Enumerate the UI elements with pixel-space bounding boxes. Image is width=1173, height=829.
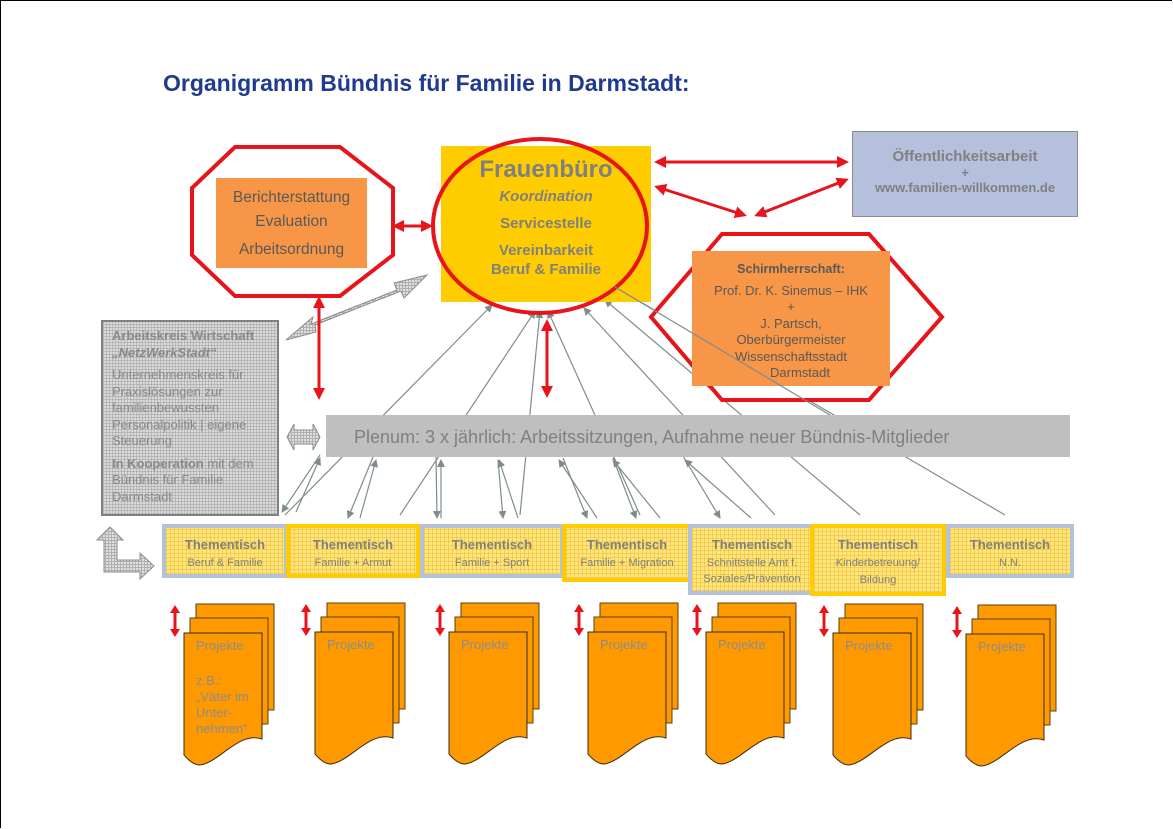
thementisch-familie-armut: Thementisch Familie + Armut [286,524,420,578]
schirmherr-2-city: Wissenschaftsstadt [735,348,847,364]
thementisch-subtitle: Schnittstelle Amt f. Soziales/Prävention [692,555,812,587]
schirmherr-1: Prof. Dr. K. Sinemus – IHK [714,282,868,298]
frauenbuero-title: Frauenbüro [479,156,613,183]
projekte-label: Projekte [978,639,1026,654]
website-link[interactable]: www.familien-willkommen.de [874,180,1056,195]
connector-line [519,310,544,516]
connector-line [432,456,441,519]
arbeitsordnung-line: Arbeitsordnung [238,241,345,258]
thementisch-nn: Thementisch N.N. [946,524,1074,578]
projekte-label: Projekte [461,637,509,652]
thementisch-familie-migration: Thementisch Familie + Migration [562,524,692,582]
thementisch-beruf-familie: Thementisch Beruf & Familie [162,524,288,578]
projekte-label: Projekte [718,637,766,652]
connector-line [346,456,374,519]
projekte-example-line: „Väter im [196,689,249,704]
connector-line [497,459,519,519]
projekte-example-line: nehmen“ [196,721,248,736]
projekte-label: Projekte [327,637,375,652]
thementisch-subtitle-line: Kinderbetreuung/ [835,557,921,569]
berichterstattung-box: Berichterstattung Evaluation Arbeitsordn… [216,178,367,268]
cooperation-bold: In Kooperation [112,455,204,471]
plenum-bar [326,415,1070,457]
thementisch-subtitle: Familie + Armut [314,557,392,569]
thementisch-title: Thementisch [711,537,793,552]
thementisch-subtitle: Beruf & Familie [187,557,263,569]
thementisch-subtitle-line: Soziales/Prävention [703,573,801,585]
arbeitskreis-box: Arbeitskreis Wirtschaft „NetzWerkStadt“ … [101,320,279,516]
schirmherrschaft-heading: Schirmherrschaft: [737,262,845,276]
beruf-familie-label: Beruf & Familie [490,261,602,278]
schirmherr-2-city2: Darmstadt [770,365,830,380]
connector-line [558,459,598,519]
plenum-text: Plenum: 3 x jährlich: Arbeitssitzungen, … [354,427,950,447]
thementisch-title: Thementisch [451,537,533,552]
projekte-label: Projekte [845,638,893,653]
thementisch-title: Thementisch [184,537,266,552]
thementisch-subtitle-line: Schnittstelle Amt f. [706,557,798,569]
projekte-example-line: Unter- [196,705,233,720]
oeffentlichkeitsarbeit-box: Öffentlichkeitsarbeit + www.familien-wil… [852,131,1078,217]
thementisch-subtitle: N.N. [999,557,1021,569]
thementisch-subtitle: Familie + Migration [580,557,674,569]
connector-line [547,310,641,516]
connector-line [497,459,507,519]
frauenbuero-text: Frauenbüro Koordination Servicestelle Ve… [441,156,651,278]
thementisch-kinderbetreuung-bildung: Thementisch Kinderbetreuung/ Bildung [810,524,946,596]
vereinbarkeit-label: Vereinbarkeit [498,242,594,259]
plus-sign: + [787,299,795,314]
thementisch-subtitle-line: Bildung [859,574,897,586]
thementisch-schnittstelle-soziales: Thementisch Schnittstelle Amt f. Soziale… [688,524,816,595]
connector-line [682,455,721,519]
koordination-label: Koordination [499,188,593,205]
projekte-label: Projekte [196,638,244,653]
evaluation-line: Evaluation [255,213,328,230]
arbeitskreis-cooperation: In Kooperation mit dem Bündnis für Famil… [112,456,268,506]
berichterstattung-line: Berichterstattung [232,189,351,206]
thementisch-title: Thementisch [837,537,919,552]
arbeitskreis-heading: Arbeitskreis Wirtschaft [112,328,255,343]
connector-line [562,457,589,519]
thementisch-title: Thementisch [969,537,1051,552]
thementisch-title: Thementisch [312,537,394,552]
plus-sign: + [961,165,969,180]
connector-line [295,457,321,513]
connector-line [281,454,321,513]
thementisch-subtitle: Familie + Sport [454,557,530,569]
connector-line [359,459,378,519]
connector-line [284,304,493,516]
arbeitskreis-name: „NetzWerkStadt“ [112,344,217,360]
page-title: Organigramm Bündnis für Familie in Darms… [163,70,690,96]
cooperation-text: mit dem Bündnis für Familie Darmstadt [112,455,254,504]
arbeitskreis-description: Unternehmenskreis für Praxislösungen zur… [112,367,247,448]
schirmherr-2: J. Partsch, [760,315,822,331]
connector-line [684,459,752,519]
connector-line [612,459,661,519]
thementisch-familie-sport: Thementisch Familie + Sport [420,524,564,578]
servicestelle-label: Servicestelle [500,215,592,232]
thementisch-title: Thementisch [586,537,668,552]
connector-line [399,310,536,516]
schirmherrschaft-box: Schirmherrschaft: Prof. Dr. K. Sinemus –… [692,251,890,386]
projekte-example-line: z.B.: [196,673,223,688]
thementisch-subtitle: Kinderbetreuung/ Bildung [814,555,942,589]
projekte-label: Projekte [600,637,648,652]
schirmherr-2-role: Oberbürgermeister [736,332,846,347]
oeffentlichkeitsarbeit-title: Öffentlichkeitsarbeit [892,148,1038,165]
connector-line [612,457,638,519]
